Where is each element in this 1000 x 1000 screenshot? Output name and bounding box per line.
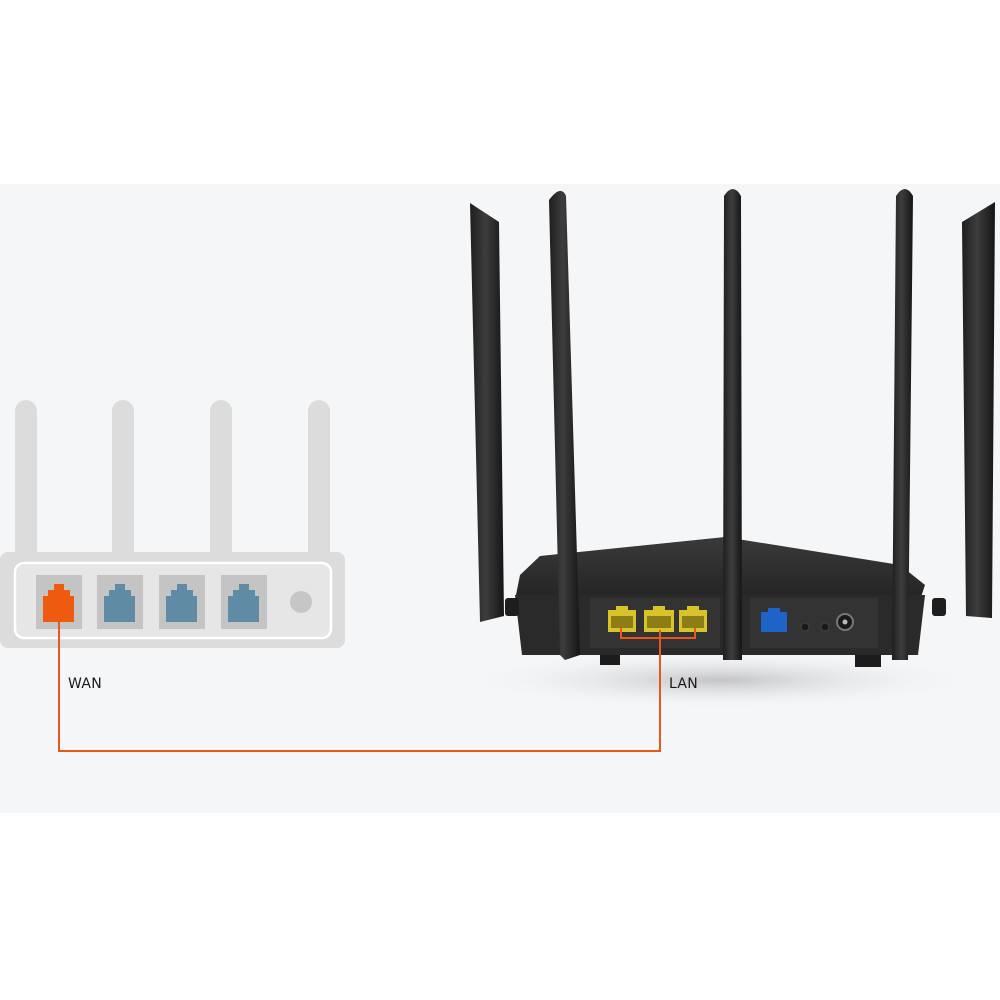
router-top-shell xyxy=(515,537,925,600)
ghost-router xyxy=(0,400,345,648)
ghost-lan-port-icon xyxy=(104,584,135,622)
ethernet-cable xyxy=(58,622,696,752)
wps-button-icon xyxy=(820,622,830,632)
lan-port-icon xyxy=(644,606,674,632)
ghost-antennas xyxy=(15,400,330,565)
reset-button-icon xyxy=(800,622,810,632)
wan-port-icon xyxy=(761,608,787,632)
antenna-icon xyxy=(962,202,995,618)
ghost-lan-port-icon xyxy=(228,584,259,622)
lan-ports xyxy=(608,606,707,632)
main-router xyxy=(470,189,995,667)
ghost-wan-port-icon xyxy=(43,584,74,622)
antenna-icon xyxy=(892,189,913,660)
antenna-icon xyxy=(723,189,742,660)
router-antennas xyxy=(470,189,995,660)
lan-label: LAN xyxy=(669,676,699,692)
antenna-icon xyxy=(470,203,504,622)
lan-port-icon xyxy=(679,606,707,632)
antenna-icon xyxy=(549,190,580,660)
ghost-power-button-icon xyxy=(290,591,312,613)
lan-port-icon xyxy=(608,606,636,632)
ghost-lan-port-icon xyxy=(166,584,197,622)
wan-label: WAN xyxy=(68,676,103,692)
